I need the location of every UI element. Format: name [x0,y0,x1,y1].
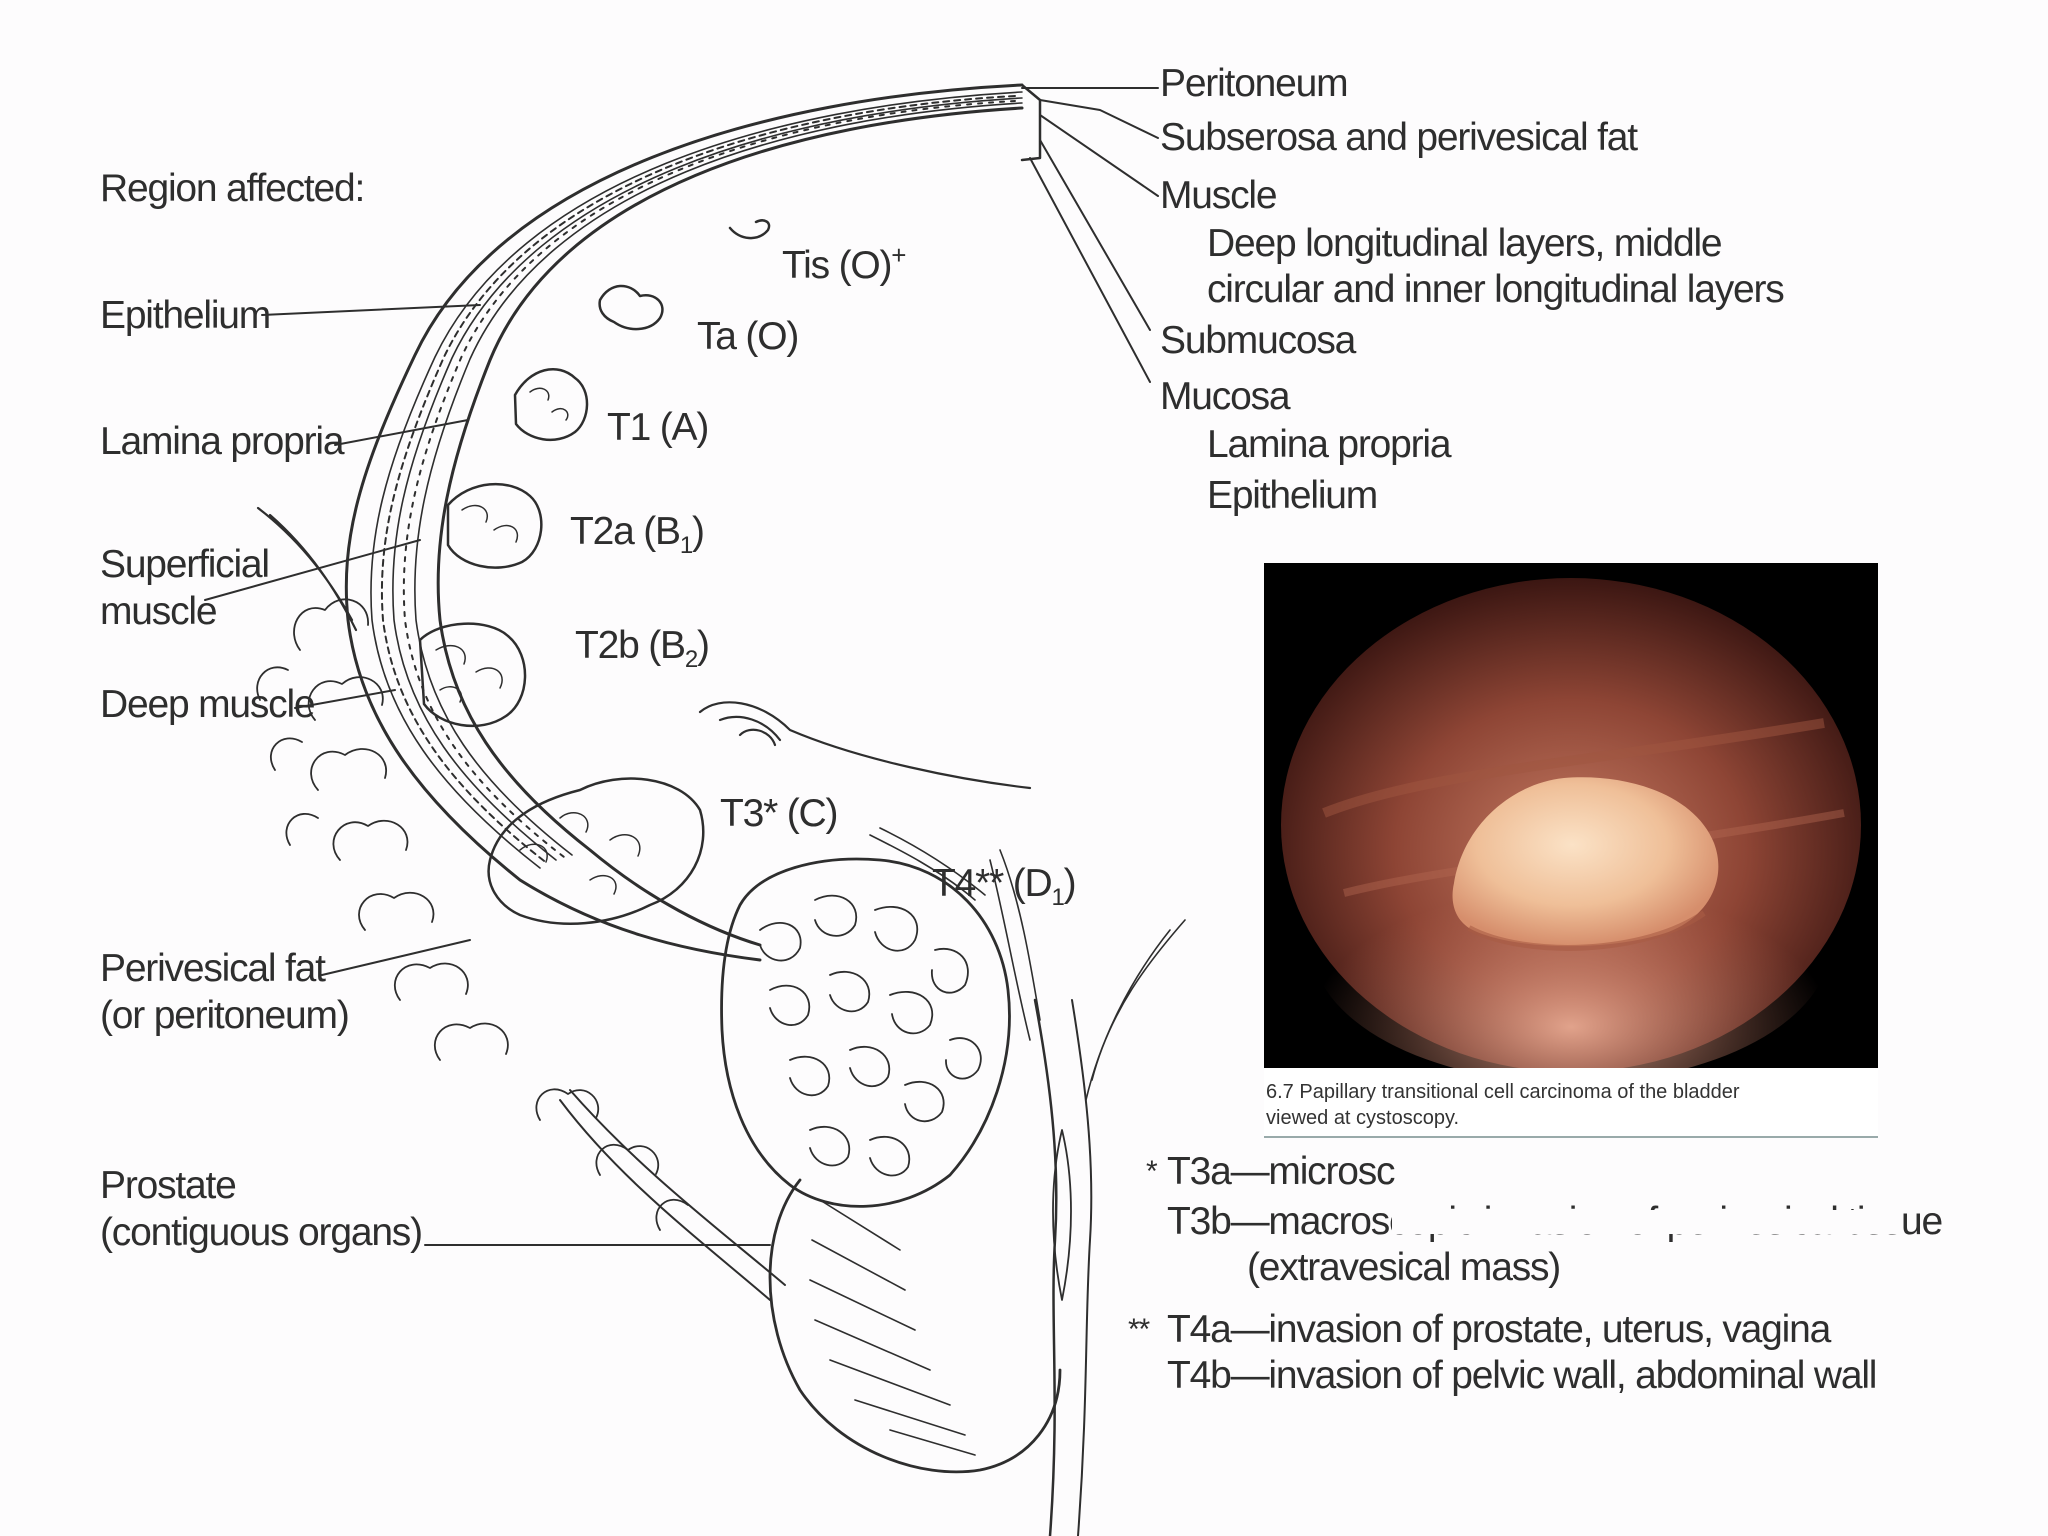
leader-subserosa [1039,99,1159,139]
bladder-wall-outer [344,83,1024,962]
footnote-occluder [1392,1210,1902,1234]
label-prostate-line2: (contiguous organs) [100,1211,423,1254]
wall-texture-2 [402,100,1016,858]
photo-caption: 6.7 Papillary transitional cell carcinom… [1264,1068,1878,1138]
tumor-t1-detail [529,387,569,421]
photo-caption-line-2: viewed at cystoscopy. [1266,1107,1460,1129]
papillary-tumor [1452,777,1719,947]
stage-t4-subscript: 1 [1051,883,1064,911]
tumor-t4-lobules [759,894,982,1177]
tumor-tis [728,219,771,240]
tumor-t3-detail [519,812,641,895]
label-deep-muscle: Deep muscle [100,683,316,726]
layer-subserosa: Subserosa and perivesical fat [1160,116,1638,159]
photo-caption-line-1: 6.7 Papillary transitional cell carcinom… [1266,1081,1740,1103]
urethra [1033,998,1058,1536]
stage-t4-close: ) [1063,862,1077,905]
footnote-t4b: T4b—invasion of pelvic wall, abdominal w… [1167,1354,1877,1397]
wall-layer-line-3 [414,102,1023,856]
bladder-wall-inner [436,106,1024,947]
stage-t2a: T2a (B1) [570,508,705,569]
pelvic-fibers [989,849,1186,1101]
stage-t2a-text: T2a (B [570,510,681,553]
layer-submucosa: Submucosa [1160,319,1356,362]
wall-layer-line-1 [370,91,1023,869]
leader-mucosa [1029,157,1151,383]
leader-submucosa [1039,139,1151,331]
prostate-striations [809,1199,976,1456]
tumor-t2a-detail [461,504,519,543]
layer-lamina-propria: Lamina propria [1207,423,1452,466]
layer-muscle-detail-1: Deep longitudinal layers, middle [1207,222,1723,265]
layer-muscle: Muscle [1160,174,1278,217]
urethra-inner [1071,999,1093,1536]
stage-tis-text: Tis (O) [782,244,893,287]
mucosal-fold [1322,718,1825,818]
tumor-surface-shadow [1467,910,1706,951]
peritoneum-fragment [698,701,1032,790]
footnote-t4a: T4a—invasion of prostate, uterus, vagina [1167,1308,1831,1351]
stage-t3: T3* (C) [720,792,838,835]
stage-t2b: T2b (B2) [575,622,710,683]
label-lamina-propria: Lamina propria [100,420,345,463]
leader-deep-muscle [294,689,396,709]
layer-peritoneum: Peritoneum [1160,62,1349,105]
cystoscopy-photo-image [1281,578,1861,1083]
layer-muscle-detail-2: circular and inner longitudinal layers [1207,268,1785,311]
layer-mucosa: Mucosa [1160,375,1291,418]
tumor-t4 [720,857,1011,1208]
prostate-gland [768,1178,1062,1474]
t4-fibers [869,827,986,901]
stage-t2b-close: ) [697,624,710,667]
footnote-double-star: ** [1128,1313,1150,1346]
tumor-t2b [418,622,527,728]
stage-t2b-text: T2b (B [575,624,686,667]
wall-box [1020,83,1042,162]
tumor-t2a [446,482,543,569]
label-prostate-line1: Prostate [100,1164,237,1207]
stage-t4: T4** (D1) [932,860,1077,921]
leader-muscle [1039,114,1159,197]
stage-ta: Ta (O) [697,315,799,358]
stage-t4-text: T4** (D [932,862,1053,905]
leader-epithelium [261,304,481,316]
layer-epithelium: Epithelium [1207,474,1378,517]
tumor-t2b-detail [435,644,503,703]
tumor-t3 [487,777,705,925]
tumor-t1 [513,368,589,441]
label-superficial-muscle-line1: Superficial [100,543,270,586]
footnote-star: * [1146,1155,1158,1188]
label-perivesical-fat-line2: (or peritoneum) [100,994,350,1037]
leader-superficial-muscle [204,539,421,601]
label-epithelium: Epithelium [100,294,271,337]
label-superficial-muscle-line2: muscle [100,590,218,633]
urethra-lumen [1052,1129,1072,1301]
leader-perivesical-fat [321,939,471,976]
region-affected-heading: Region affected: [100,167,365,210]
label-perivesical-fat-line1: Perivesical fat [100,947,326,990]
stage-t2a-close: ) [692,510,705,553]
wall-texture [380,95,1016,865]
stage-tis-superscript: + [891,240,906,270]
stage-tis: Tis (O)+ [782,232,906,289]
stage-t2a-subscript: 1 [679,531,693,559]
leader-lamina-propria [334,419,469,446]
footnote-t3b-continued: (extravesical mass) [1247,1246,1561,1289]
cystoscopy-photo [1264,563,1878,1083]
membrane-fold [256,506,358,632]
stage-t2b-subscript: 2 [684,645,698,673]
lower-boundary [559,1089,786,1301]
footnote-t3a: T3a—microsc [1167,1150,1396,1193]
tumor-ta [598,284,664,331]
stage-t1: T1 (A) [607,406,709,449]
